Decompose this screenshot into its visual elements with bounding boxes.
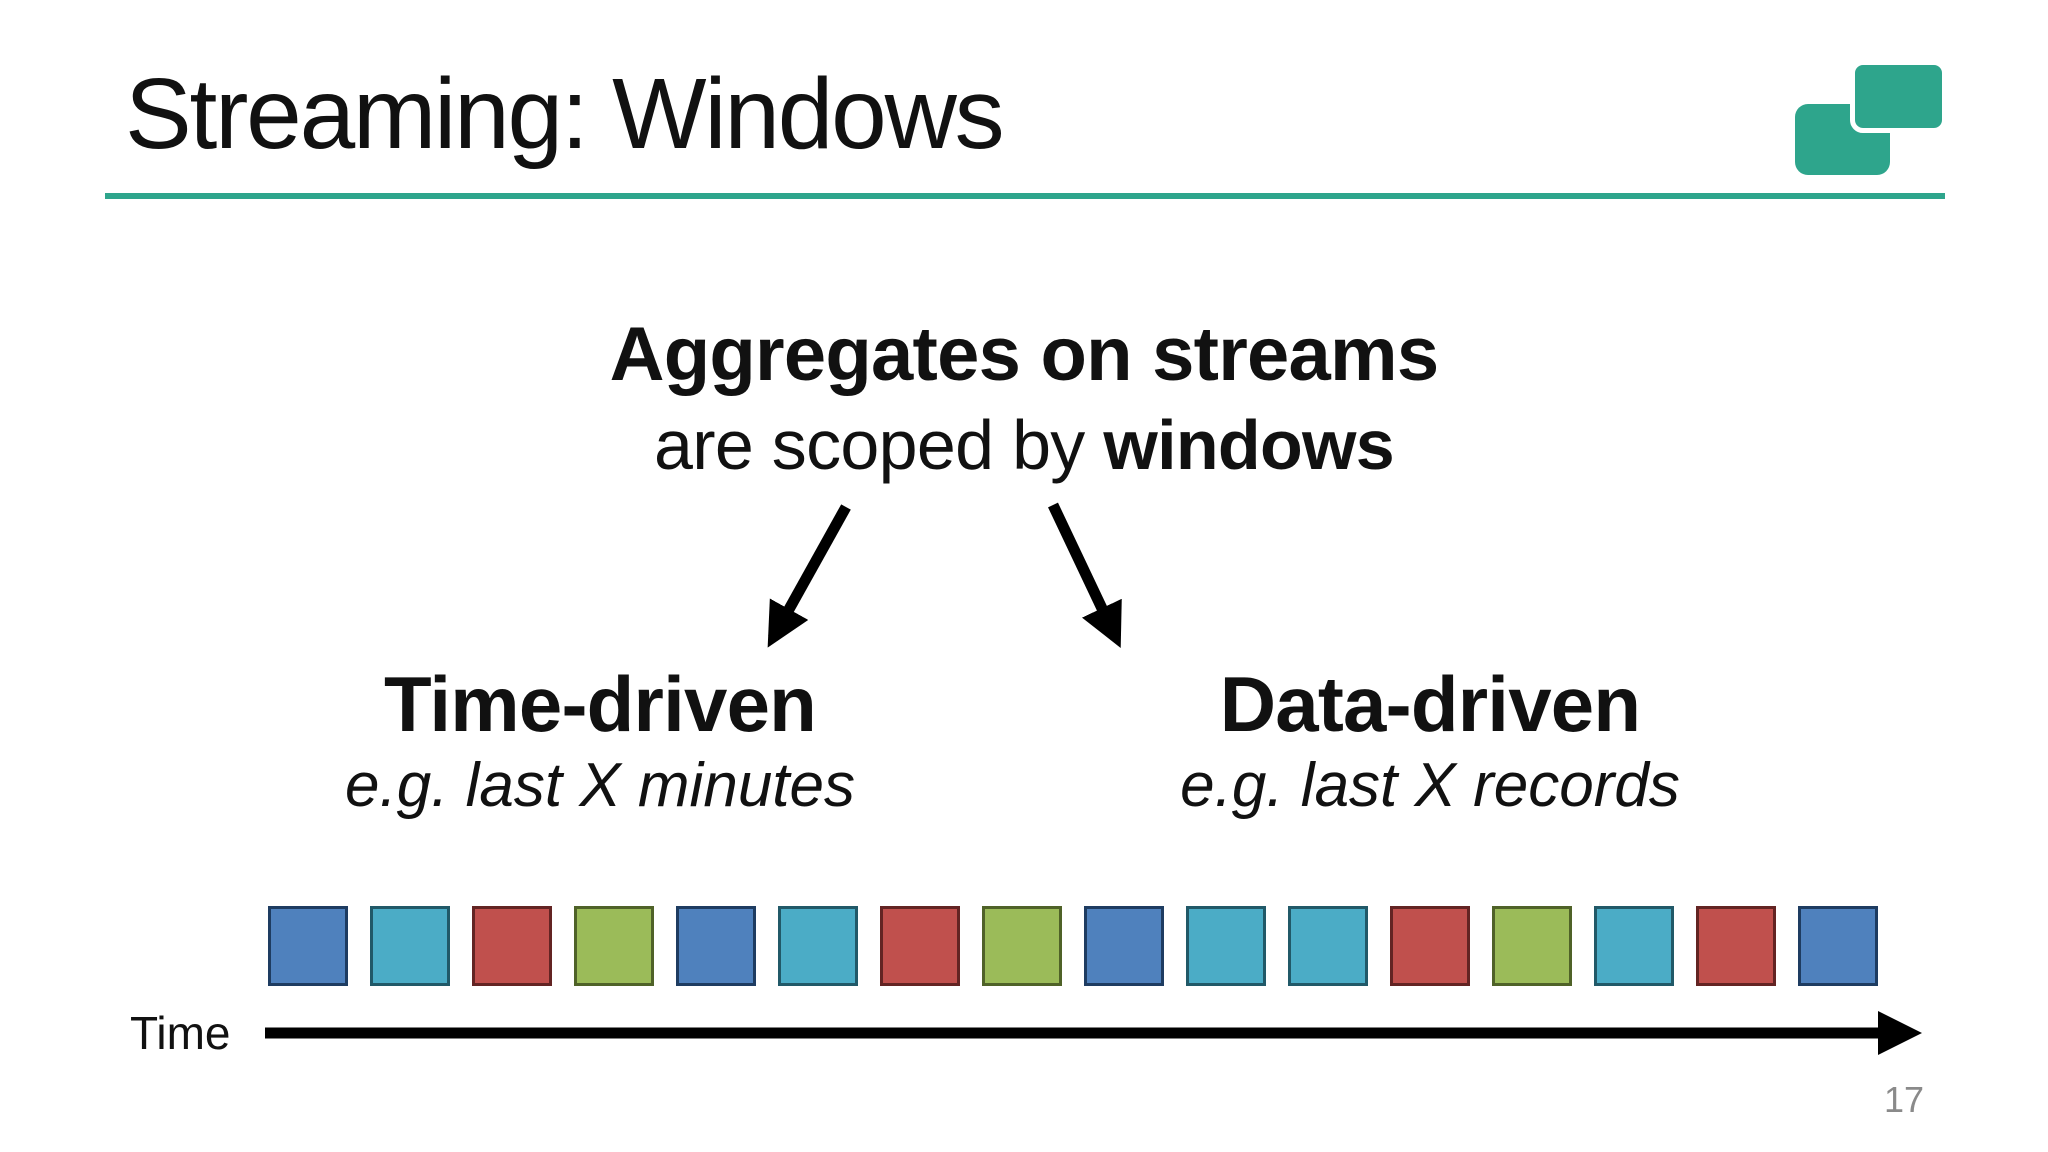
headline: Aggregates on streams are scoped by wind… bbox=[0, 310, 2048, 491]
headline-line2: are scoped by windows bbox=[0, 400, 2048, 491]
headline-line2-bold: windows bbox=[1103, 406, 1395, 484]
stream-square-green bbox=[574, 906, 654, 986]
slide-title: Streaming: Windows bbox=[125, 58, 1005, 170]
arrow-to-data-driven bbox=[1048, 502, 1122, 648]
stream-square-teal bbox=[1288, 906, 1368, 986]
overlapping-rounded-squares-icon bbox=[1790, 58, 1950, 180]
stream-square-teal bbox=[778, 906, 858, 986]
stream-square-red bbox=[1696, 906, 1776, 986]
branch-title: Time-driven bbox=[383, 660, 817, 748]
branch-time-driven: Time-driven e.g. last X minutes bbox=[230, 665, 970, 817]
stream-square-green bbox=[982, 906, 1062, 986]
headline-line1: Aggregates on streams bbox=[609, 312, 1440, 397]
branch-title: Data-driven bbox=[1219, 660, 1641, 748]
branch-subtitle: e.g. last X records bbox=[1180, 751, 1680, 820]
stream-square-blue bbox=[676, 906, 756, 986]
stream-square-red bbox=[472, 906, 552, 986]
stream-square-blue bbox=[268, 906, 348, 986]
stream-square-teal bbox=[1186, 906, 1266, 986]
arrow-to-time-driven bbox=[767, 504, 851, 648]
stream-square-teal bbox=[1594, 906, 1674, 986]
page-number: 17 bbox=[1883, 1079, 1924, 1120]
stream-square-red bbox=[880, 906, 960, 986]
stream-square-green bbox=[1492, 906, 1572, 986]
stream-square-red bbox=[1390, 906, 1470, 986]
branch-subtitle: e.g. last X minutes bbox=[344, 751, 856, 820]
headline-line2-prefix: are scoped by bbox=[653, 406, 1104, 484]
stream-square-blue bbox=[1798, 906, 1878, 986]
title-underline bbox=[105, 193, 1945, 199]
stream-square-teal bbox=[370, 906, 450, 986]
branch-data-driven: Data-driven e.g. last X records bbox=[1060, 665, 1800, 817]
stream-square-blue bbox=[1084, 906, 1164, 986]
stream-row bbox=[268, 906, 1878, 986]
logo-front-square bbox=[1850, 60, 1947, 133]
time-axis-label: Time bbox=[130, 1007, 231, 1059]
